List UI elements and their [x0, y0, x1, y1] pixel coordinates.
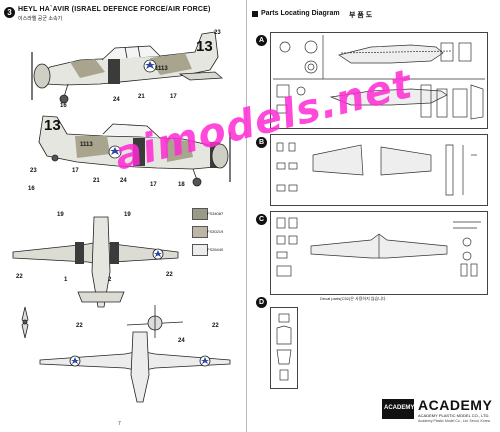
section-b-parts	[276, 142, 477, 196]
callout-22d: 22	[212, 323, 219, 329]
company-name: ACADEMY PLASTIC MODEL CO., LTD.	[418, 413, 490, 418]
brand-logo-small: ACADEMY	[384, 405, 415, 411]
callout-23a: 23	[214, 30, 221, 36]
section-a-frame	[270, 32, 488, 129]
section-badge-d: D	[256, 297, 267, 308]
side-serial-top: 1113	[155, 66, 168, 72]
callout-17b: 17	[72, 168, 79, 174]
callout-2: 2	[108, 277, 112, 283]
callout-19a: 19	[57, 212, 64, 218]
aircraft-front-view	[126, 305, 184, 338]
marking-title: HEYL HA`AVIR (ISRAEL DEFENCE FORCE/AIR F…	[18, 6, 211, 13]
aircraft-right-side-view	[38, 115, 231, 187]
section-c-note: Decal parts(C52)은 사용하지 않습니다.	[320, 296, 387, 301]
swatch-2	[192, 226, 208, 238]
section-badge-a: A	[256, 35, 267, 46]
callout-18: 18	[178, 182, 185, 188]
page-number-left: 7	[118, 421, 121, 427]
swatch-1	[192, 208, 208, 220]
brand-wordmark: ACADEMY	[418, 397, 493, 413]
section-c-frame	[270, 211, 488, 295]
marking-subtitle: 이스라엘 공군 소속기	[18, 16, 63, 22]
section-d-parts	[276, 313, 292, 381]
aircraft-left-side-view	[31, 31, 224, 104]
propeller-detail	[21, 306, 29, 339]
tail-number-middle: 13	[44, 117, 61, 134]
section-d-frame	[270, 307, 298, 389]
callout-21a: 21	[138, 94, 145, 100]
brand-logo-box	[382, 399, 414, 419]
callout-21b: 21	[93, 178, 100, 184]
section-c-parts	[276, 217, 481, 277]
swatch-3	[192, 244, 208, 256]
callout-22c: 22	[76, 323, 83, 329]
callout-22a: 22	[16, 274, 23, 280]
title-bullet	[252, 11, 258, 17]
swatch-label-2: FS30219	[207, 229, 224, 234]
callout-24b: 24	[120, 178, 127, 184]
swatch-label-3: FS26440	[207, 247, 224, 252]
section-badge-c: C	[256, 214, 267, 225]
callout-16a: 16	[60, 103, 67, 109]
callout-24c: 24	[178, 338, 185, 344]
callout-22b: 22	[166, 272, 173, 278]
step-number-badge: 3	[4, 7, 15, 18]
callout-23b: 23	[30, 168, 37, 174]
callout-19b: 19	[124, 212, 131, 218]
section-badge-b: B	[256, 137, 267, 148]
section-b-frame	[270, 134, 488, 206]
swatch-label-1: FS34087	[207, 211, 224, 216]
tail-number-top: 13	[196, 38, 213, 55]
parts-diagram-title-kr: 부 품 도	[349, 12, 373, 19]
parts-diagram-title: Parts Locating Diagram	[261, 10, 340, 17]
aircraft-top-view	[12, 216, 179, 308]
callout-1: 1	[64, 277, 68, 283]
callout-24a: 24	[113, 97, 120, 103]
side-serial-middle: 1113	[80, 142, 93, 148]
section-a-parts	[273, 35, 485, 120]
callout-16b: 16	[28, 186, 35, 192]
page-divider	[246, 0, 247, 432]
callout-17c: 17	[150, 182, 157, 188]
aircraft-bottom-view	[39, 331, 231, 403]
company-address: Academy Plastic Model Co., Ltd. Seoul, K…	[418, 419, 490, 423]
callout-17a: 17	[170, 94, 177, 100]
